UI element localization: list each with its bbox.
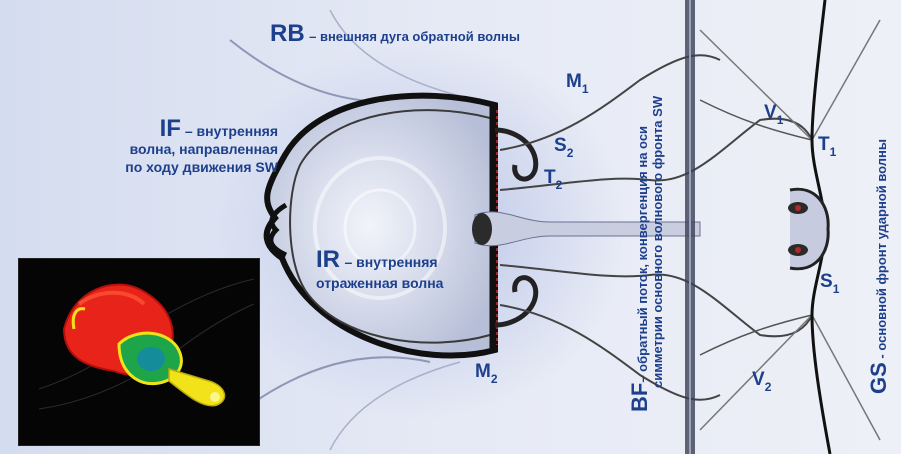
- bf-line2: симметрии основного волнового фронта SW: [650, 40, 665, 412]
- ir-label: IR – внутренняя отраженная волна: [316, 248, 443, 290]
- if-line3: по ходу движения SW: [88, 158, 278, 176]
- v1-label: V1: [764, 103, 783, 126]
- t2-label: T2: [544, 168, 562, 191]
- bf-symbol: BF: [627, 383, 652, 412]
- gs-text: - основной фронт ударной волны: [874, 139, 889, 362]
- ir-symbol: IR: [316, 246, 340, 273]
- jet-root: [472, 213, 492, 245]
- bf-line1: – обратный поток, конвергенция на оси: [635, 126, 650, 383]
- inset-graphic: [19, 259, 259, 445]
- ir-line2: отраженная волна: [316, 276, 443, 290]
- rb-symbol: RB: [270, 20, 305, 47]
- gs-symbol: GS: [866, 362, 891, 394]
- bubble-simulation-render: [18, 258, 260, 446]
- if-symbol: IF: [160, 115, 181, 142]
- if-line2: волна, направленная: [88, 140, 278, 158]
- m2-label: M2: [475, 362, 498, 385]
- bf-line-highlight: [689, 0, 691, 454]
- s1-label: S1: [820, 272, 839, 295]
- gs-bulge: [790, 189, 828, 269]
- rb-text: – внешняя дуга обратной волны: [309, 29, 520, 44]
- gs-label: GS - основной фронт ударной волны: [866, 139, 892, 394]
- s2-label: S2: [554, 136, 573, 159]
- v2-label: V2: [752, 370, 771, 393]
- ir-line1: – внутренняя: [344, 254, 437, 270]
- bf-label: BF– обратный поток, конвергенция на оси …: [632, 40, 665, 412]
- vortex-top-core: [795, 205, 801, 211]
- m1-label: M1: [566, 72, 589, 95]
- rb-label: RB – внешняя дуга обратной волны: [270, 22, 520, 46]
- vortex-bottom-core: [795, 247, 801, 253]
- if-label: IF – внутренняя волна, направленная по х…: [88, 120, 278, 176]
- t1-label: T1: [818, 135, 836, 158]
- if-line1: – внутренняя: [185, 123, 278, 139]
